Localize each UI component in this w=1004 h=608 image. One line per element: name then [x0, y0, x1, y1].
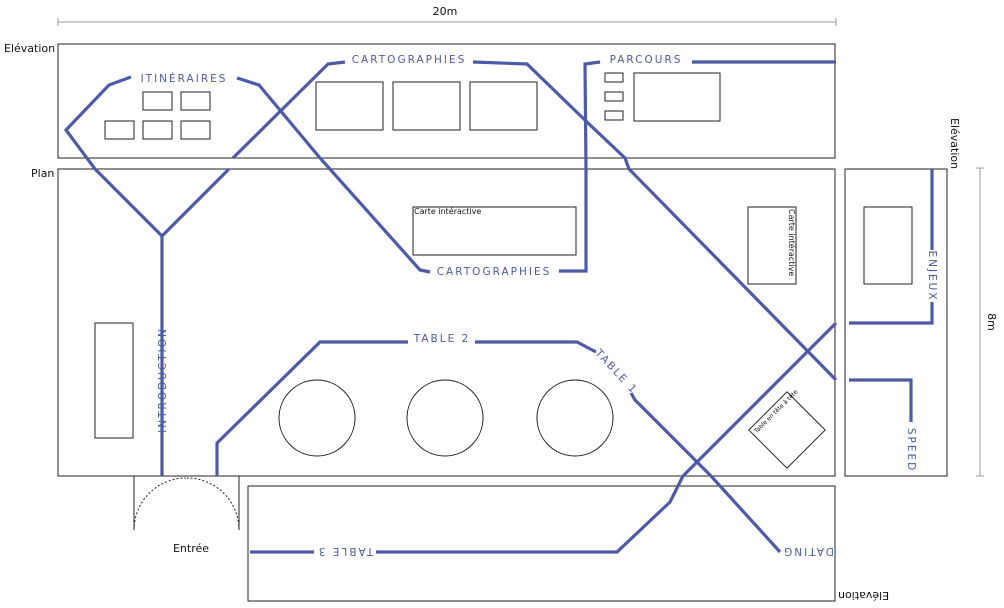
carte-interactive-label: Carte intéractive	[414, 206, 481, 216]
route-dating: DATING	[782, 545, 834, 557]
width-label: 20m	[433, 5, 458, 18]
elevation-right-frame	[844, 168, 948, 477]
elevation-bottom-label: Elévation	[838, 589, 889, 602]
elevation-right-label: Elévation	[948, 118, 961, 169]
enjeux-panel	[863, 206, 913, 285]
carte-interactive-screen-label: Carte intéractive	[787, 209, 797, 276]
route-table-3: TABLE 3	[317, 545, 375, 557]
introduction-panel	[94, 322, 134, 439]
svg-text:Table en tête à tête: Table en tête à tête	[752, 388, 799, 435]
height-dimension: 8m	[976, 167, 998, 477]
route-parcours: PARCOURS	[610, 54, 683, 66]
width-dimension: 20m	[57, 5, 837, 26]
plan-label: Plan	[31, 167, 54, 180]
route-introduction: INTRODUCTION	[157, 327, 169, 433]
cartographies-panels	[315, 81, 538, 131]
route-table-2: TABLE 2	[413, 333, 471, 345]
elevation-bottom-frame	[247, 485, 836, 602]
elevation-top-label: Elévation	[4, 42, 55, 55]
carte-interactive-screen	[747, 206, 797, 285]
route-enjeux: ENJEUX	[926, 250, 938, 301]
route-itineraires: ITINÉRAIRES	[141, 72, 228, 85]
route-cartographies-top: CARTOGRAPHIES	[352, 54, 467, 66]
round-table-3	[536, 379, 614, 457]
parcours-panels	[604, 72, 721, 122]
carte-interactive-table	[412, 206, 577, 256]
round-table-1	[278, 379, 356, 457]
route-speed: SPEED	[905, 428, 917, 472]
entrance-label: Entrée	[173, 542, 209, 555]
elevation-top-frame	[57, 43, 836, 159]
visitor-routes	[63, 60, 934, 554]
itineraires-panels	[104, 91, 211, 140]
height-label: 8m	[985, 313, 998, 331]
route-cartographies-plan: CARTOGRAPHIES	[437, 266, 552, 278]
entrance-door	[133, 476, 240, 531]
round-table-2	[406, 379, 484, 457]
